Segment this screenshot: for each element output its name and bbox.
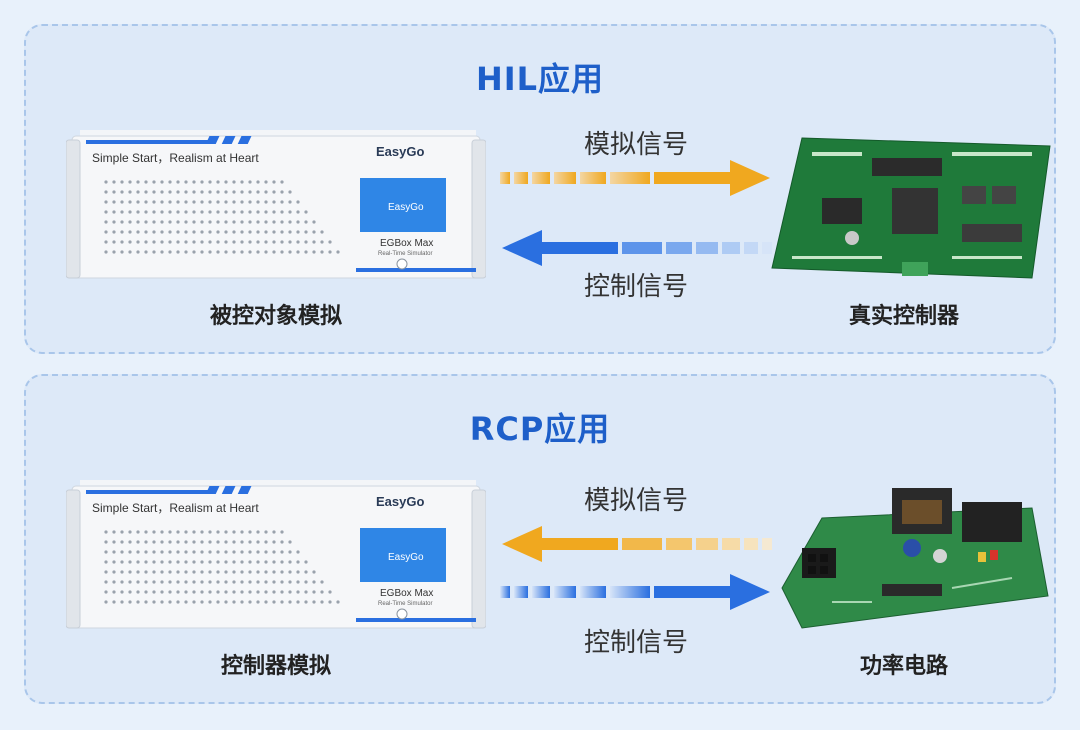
model-text: EGBox Max [380, 588, 433, 599]
screen-brand-text: EasyGo [388, 202, 424, 213]
rcp-panel: RCP应用 Simple Start，Realism at Heart Easy… [24, 374, 1056, 704]
rcp-bottom-signal-label: 控制信号 [583, 628, 688, 658]
subtitle-text: Real-Time Simulator [378, 601, 432, 607]
model-text: EGBox Max [380, 238, 433, 249]
hil-orange-right-arrow [500, 160, 770, 196]
brand-text: EasyGo [376, 494, 424, 509]
rcp-title: RCP应用 [469, 410, 611, 448]
controller-board-illustration [771, 137, 1051, 279]
hil-panel: HIL应用 Simple Start，Realism at Heart Easy… [24, 24, 1056, 354]
simulator-device-illustration: Simple Start，Realism at Heart EasyGo Eas… [66, 130, 486, 279]
power-circuit-board-illustration [781, 488, 1049, 629]
rcp-top-signal-label: 模拟信号 [583, 486, 688, 516]
screen-brand-text: EasyGo [388, 552, 424, 563]
hil-title: HIL应用 [475, 60, 605, 98]
brand-text: EasyGo [376, 144, 424, 159]
hil-bottom-signal-label: 控制信号 [583, 272, 688, 302]
hil-board-label: 真实控制器 [848, 304, 959, 329]
rcp-blue-right-arrow [500, 574, 770, 610]
rcp-board-label: 功率电路 [859, 654, 948, 679]
hil-top-signal-label: 模拟信号 [583, 130, 688, 160]
subtitle-text: Real-Time Simulator [378, 251, 432, 257]
slogan-text: Simple Start，Realism at Heart [92, 151, 259, 165]
simulator-device-illustration: Simple Start，Realism at Heart EasyGo Eas… [66, 480, 486, 629]
hil-blue-left-arrow [502, 230, 772, 266]
slogan-text: Simple Start，Realism at Heart [92, 501, 259, 515]
rcp-orange-left-arrow [502, 526, 772, 562]
hil-device-label: 被控对象模拟 [209, 304, 342, 329]
rcp-device-label: 控制器模拟 [220, 654, 331, 679]
